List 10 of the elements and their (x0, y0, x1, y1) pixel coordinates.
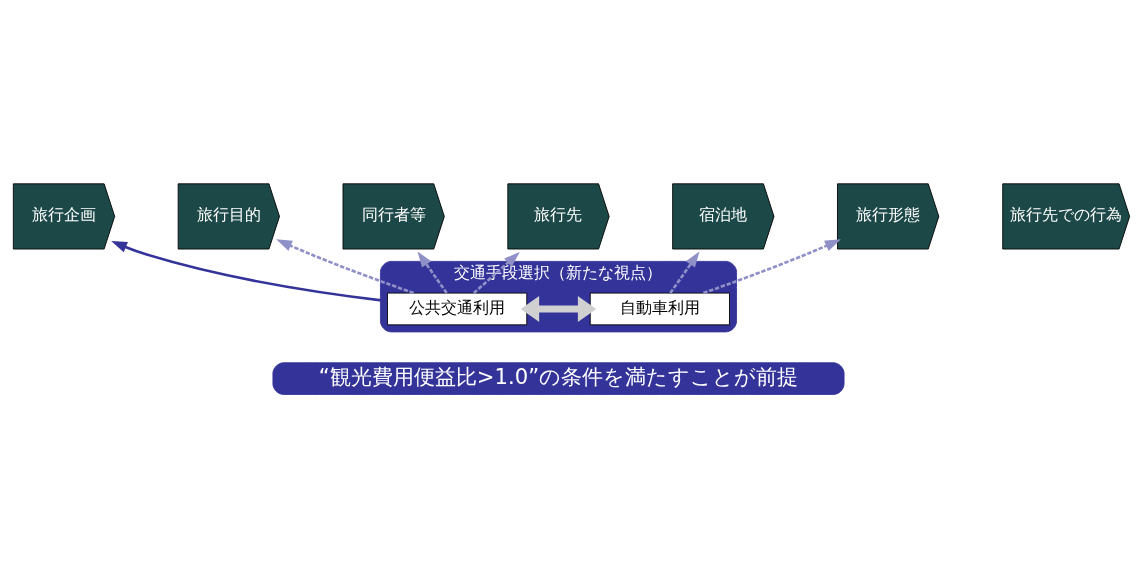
arrow (520, 295, 597, 322)
arrow (417, 250, 448, 294)
arrow (111, 240, 388, 302)
arrow (669, 250, 700, 294)
arrow (702, 238, 841, 294)
arrow (473, 251, 520, 294)
node-box: 公共交通利用 (387, 292, 528, 325)
node-box: “観光費用便益比>1.0”の条件を満たすことが前提 (272, 361, 845, 395)
arrow (276, 238, 415, 294)
node-box: 自動車利用 (589, 292, 730, 325)
